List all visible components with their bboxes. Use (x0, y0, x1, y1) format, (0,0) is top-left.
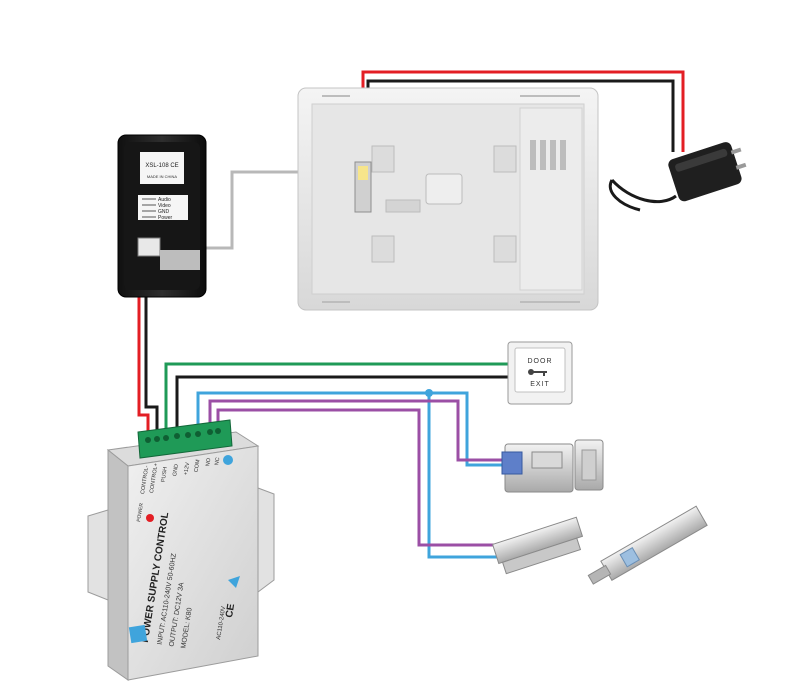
key-icon (528, 369, 547, 376)
terminal-push: PUSH (161, 467, 169, 483)
terminal-labels: CONTROL- CONTROL+ PUSH GND +12V COM NO N… (140, 457, 221, 495)
button-text-bottom: EXIT (530, 381, 550, 388)
terminal-com: COM (193, 459, 201, 473)
settings-dial-icon (223, 455, 233, 465)
wire-purple-maglock (216, 408, 505, 547)
outdoor-connector (137, 237, 161, 257)
terminal-nc: NC (214, 457, 221, 466)
outdoor-made-in: MADE IN CHINA (147, 174, 178, 179)
exit-button-device: DOOR EXIT (507, 341, 573, 405)
wire-junction (425, 389, 433, 397)
outdoor-label-plate (140, 152, 184, 184)
button-text-top: DOOR (528, 358, 553, 365)
wire-black-button (175, 375, 508, 432)
wire-blue-com (196, 391, 505, 467)
terminal-12v: +12V (183, 462, 191, 476)
outdoor-unit: XSL-108 CE MADE IN CHINA Audio Video GND… (117, 134, 207, 298)
outdoor-model: XSL-108 CE (145, 163, 178, 169)
warning-triangle-icon (228, 576, 240, 588)
electric-lock (501, 439, 604, 493)
terminal-gnd: GND (172, 464, 180, 477)
ac-voltage-label: AC110-240V (216, 606, 227, 640)
terminal-no: NO (205, 457, 212, 467)
brand-logo-icon (128, 624, 148, 644)
power-adapter (608, 142, 747, 212)
legend-power: Power (158, 215, 173, 221)
wire-red-psu (137, 258, 150, 432)
wire-blue-branch (427, 393, 505, 559)
power-supply: POWER SUPPLY CONTROL INPUT: AC110-240V 5… (87, 419, 275, 681)
wire-black-psu (144, 258, 159, 432)
wire-green-button (164, 362, 508, 432)
drop-bolt-lock (587, 505, 708, 585)
terminal-control-plus: CONTROL+ (149, 463, 160, 494)
legend-gnd: GND (158, 209, 170, 215)
terminal-control-minus: CONTROL- (140, 465, 150, 494)
ce-mark: CE (224, 603, 237, 619)
wire-purple-lock (208, 399, 505, 462)
power-led (146, 514, 154, 522)
indoor-monitor (297, 87, 599, 311)
magnetic-lock (491, 516, 584, 575)
legend-audio: Audio (158, 197, 171, 203)
terminal-block (137, 419, 233, 459)
power-led-label: POWER (136, 502, 145, 522)
legend-video: Video (158, 203, 171, 209)
